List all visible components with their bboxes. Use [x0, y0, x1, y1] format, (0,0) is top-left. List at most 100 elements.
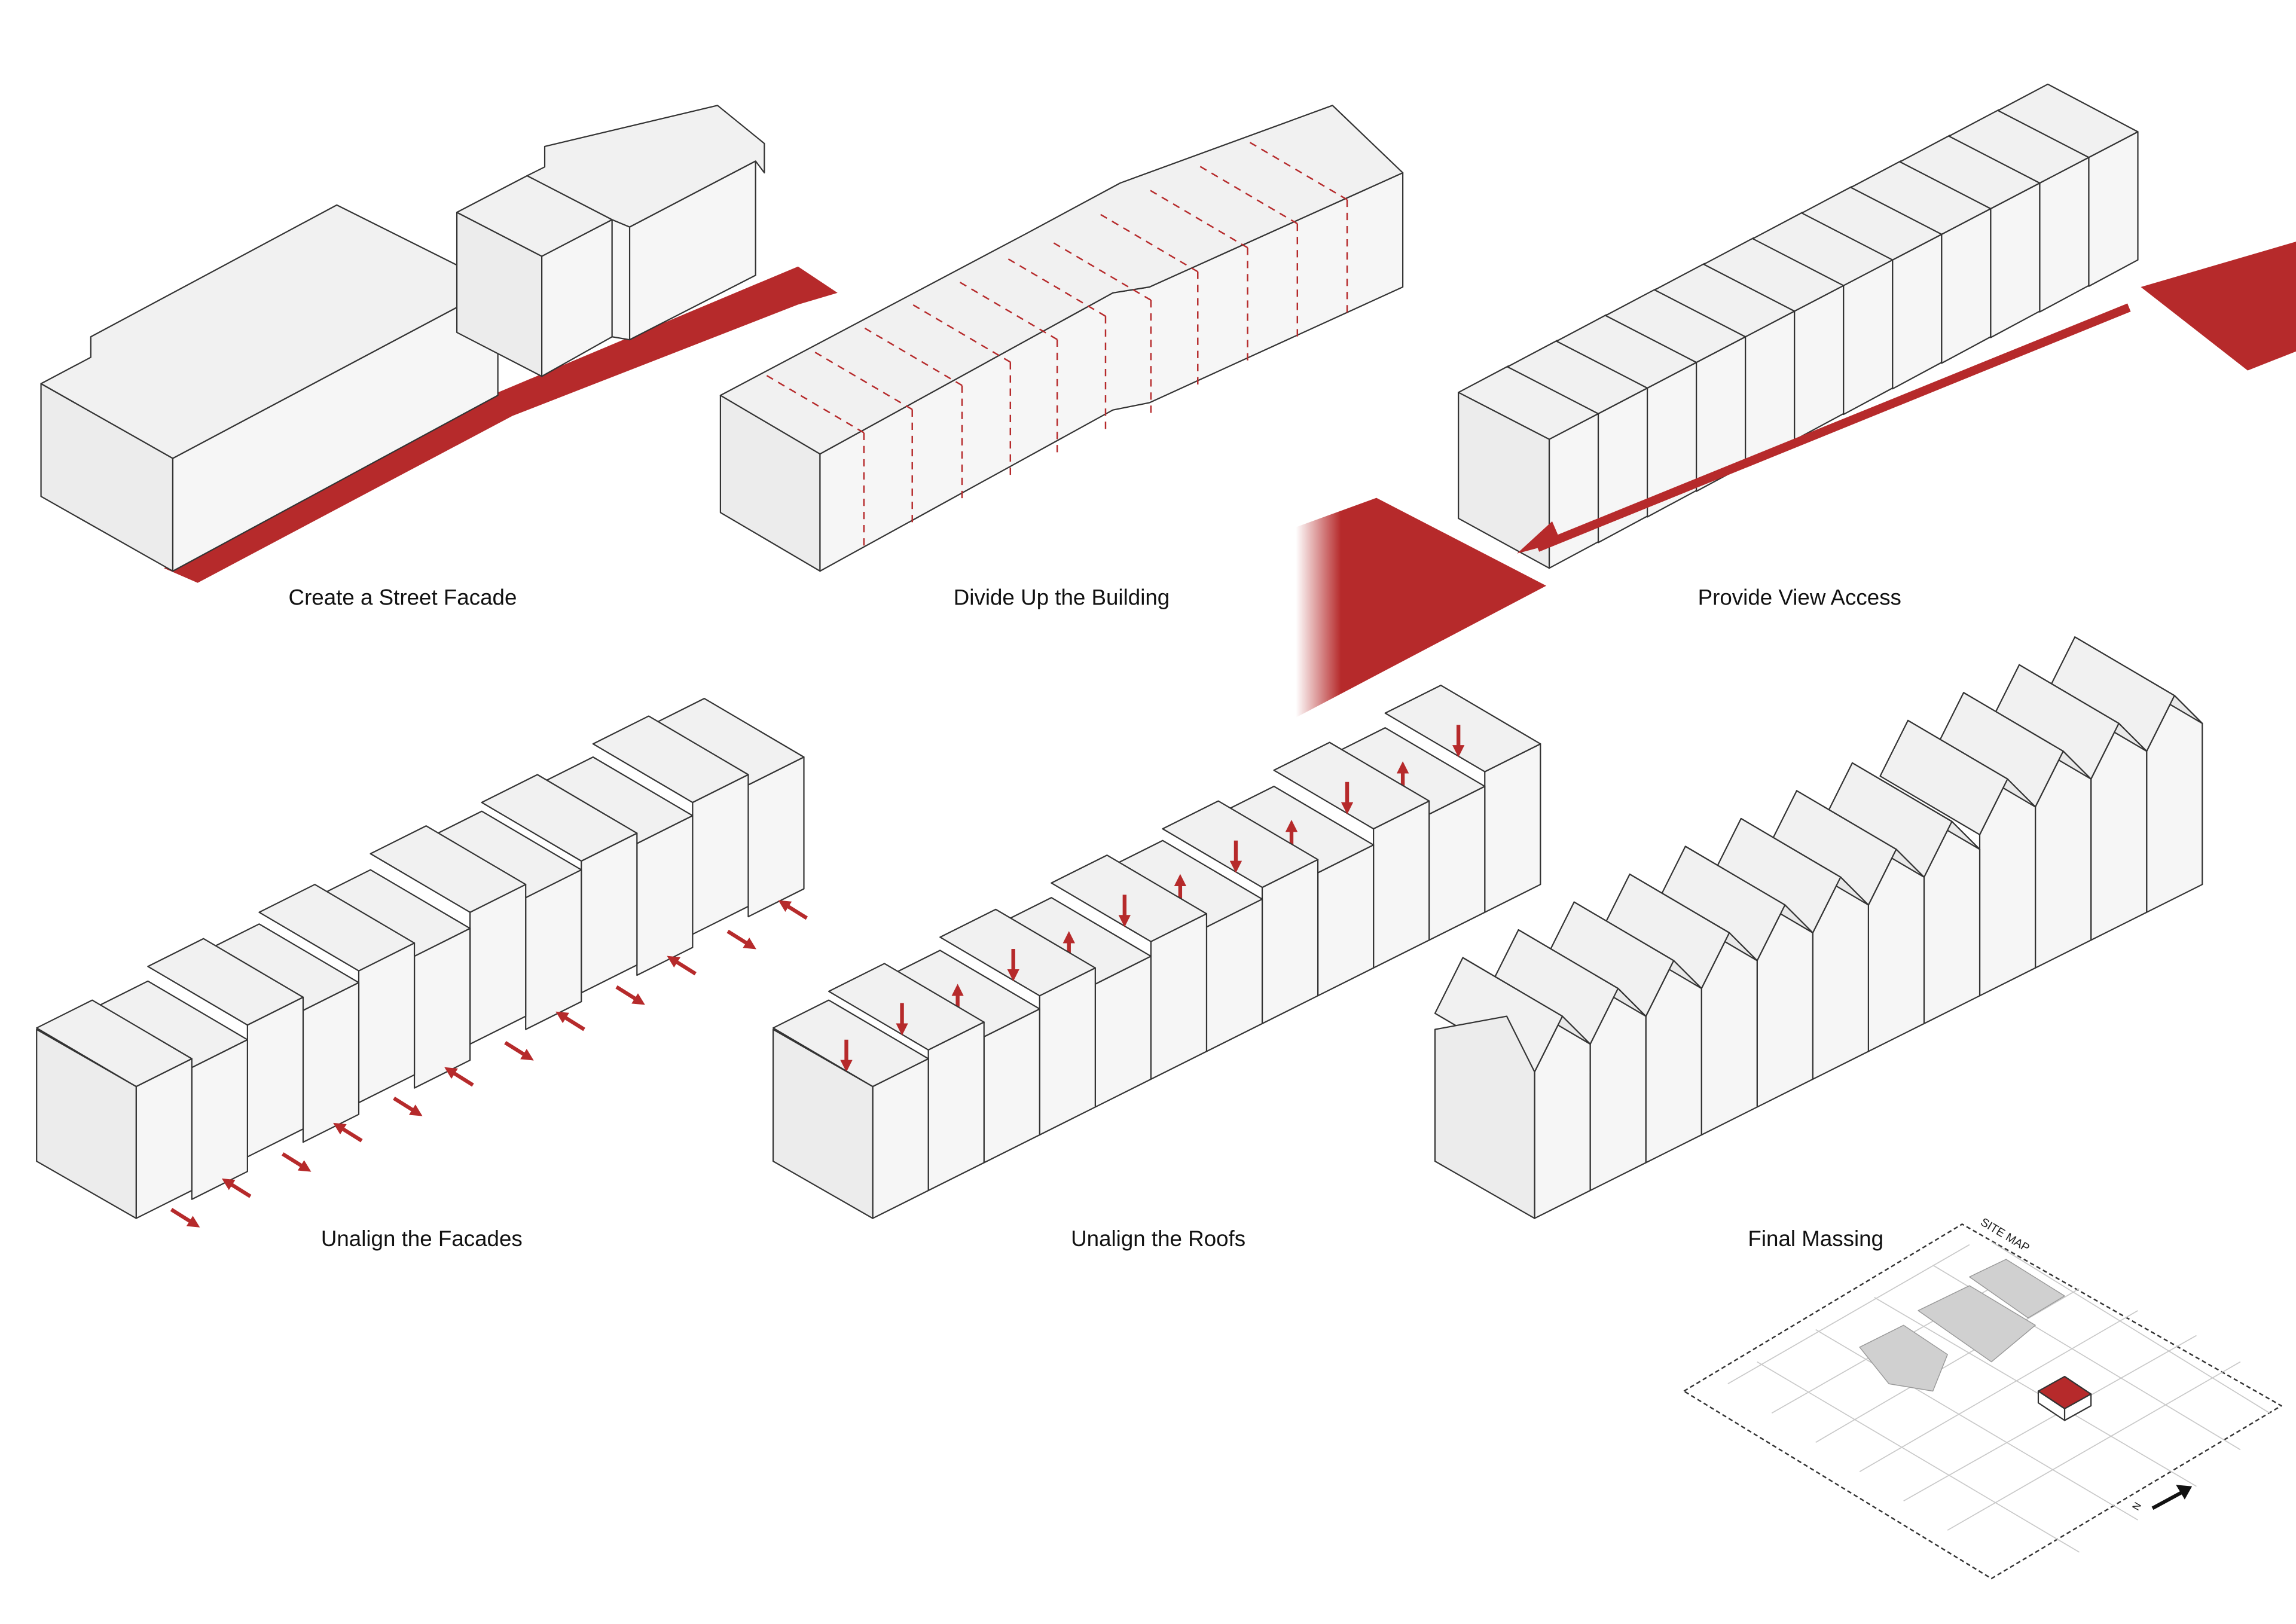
- roof-unit-front: [1261, 859, 1319, 1024]
- site-context-building: [1918, 1285, 2036, 1363]
- view-unit-front: [1990, 182, 2041, 338]
- facade-arrow-out: [726, 929, 756, 950]
- roof-unit-front: [927, 1021, 985, 1192]
- facade-unit-roof: [592, 715, 749, 804]
- division-line-roof: [862, 326, 963, 386]
- house-unit: [1489, 929, 1647, 1192]
- facade-unit: [592, 715, 749, 935]
- view-unit-front: [1892, 233, 1943, 390]
- north-arrow-head: [2176, 1485, 2193, 1500]
- house-unit: [1657, 845, 1813, 1108]
- roof-unit-roof: [1051, 854, 1208, 942]
- facade-unit-roof: [258, 884, 416, 972]
- division-line-roof: [1098, 212, 1198, 273]
- existing-large-block: [40, 204, 499, 572]
- existing-small-blocks: [456, 105, 765, 377]
- roof-end-face: [772, 1028, 874, 1219]
- view-unit: [1948, 109, 2090, 313]
- view-unit: [1752, 212, 1894, 416]
- view-unit-front: [1548, 413, 1599, 569]
- facade-unit-roof: [147, 938, 304, 1026]
- site-street: [1991, 1241, 2270, 1414]
- roof-unit-roof: [828, 963, 985, 1051]
- site-street: [1727, 1244, 1970, 1385]
- house-unit: [1434, 957, 1591, 1219]
- house-unit: [1768, 790, 1925, 1052]
- house-end-face: [1434, 1015, 1535, 1219]
- site-street: [1903, 1335, 2197, 1501]
- panel-unalign-roofs: [772, 685, 1541, 1219]
- roof-unit: [1162, 800, 1319, 1024]
- facade-arrow-out: [393, 1097, 423, 1116]
- view-unit: [1703, 237, 1845, 441]
- facade-unit: [258, 884, 416, 1104]
- facade-arrow-in: [444, 1067, 474, 1087]
- site-street: [1815, 1329, 2138, 1521]
- division-line-roof: [957, 280, 1058, 340]
- roof-unit: [939, 908, 1096, 1136]
- division-line-roof: [1147, 188, 1248, 249]
- division-line-roof: [764, 373, 865, 434]
- view-arrow-head: [1517, 521, 1561, 554]
- division-line-roof: [1197, 164, 1298, 225]
- division-line-roof: [812, 350, 913, 410]
- facade-arrow-out: [504, 1040, 534, 1061]
- facade-arrow-in: [333, 1122, 363, 1143]
- site-boundary: [1683, 1223, 2282, 1580]
- site-street: [1757, 1361, 2080, 1553]
- roof-unit-roof: [939, 908, 1096, 997]
- view-unit-front: [1843, 259, 1894, 416]
- roof-unit: [1273, 741, 1430, 969]
- caption-provide-view-access: Provide View Access: [1697, 585, 1901, 611]
- roof-unit-front: [1150, 913, 1208, 1080]
- site-street: [1815, 1288, 2080, 1443]
- division-line-roof: [910, 303, 1011, 363]
- site-context-building: [1969, 1259, 2065, 1318]
- view-unit-front: [2088, 131, 2139, 287]
- facade-arrow-in: [555, 1011, 585, 1031]
- view-unit-front: [2039, 157, 2090, 313]
- view-cone-right: [2141, 242, 2296, 371]
- division-line-roof: [1051, 240, 1152, 301]
- house-unit: [1601, 873, 1758, 1136]
- panel-unalign-facades: [36, 698, 808, 1228]
- facade-end-face: [36, 1028, 137, 1219]
- facade-arrow-in: [778, 900, 808, 920]
- facade-unit: [370, 825, 527, 1045]
- roof-unit-front: [1373, 800, 1430, 969]
- view-arrow-shaft: [1535, 303, 2131, 552]
- site-street: [1874, 1297, 2197, 1487]
- house-unit: [1824, 762, 1981, 1024]
- view-unit-front: [1941, 207, 1992, 364]
- site-street: [1859, 1310, 2138, 1472]
- roof-unit-front: [1484, 743, 1541, 913]
- view-unit: [1654, 262, 1796, 466]
- panel-provide-view-access: [1296, 83, 2296, 718]
- roof-unit: [772, 999, 929, 1219]
- facade-arrow-out: [170, 1208, 200, 1228]
- site-street: [1947, 1361, 2241, 1531]
- divided-block-roof: [719, 105, 1404, 455]
- roof-unit-roof: [1162, 800, 1319, 889]
- facade-unit-roof: [481, 774, 638, 862]
- caption-unalign-facades: Unalign the Facades: [320, 1227, 523, 1252]
- small-block-b-roof: [526, 105, 765, 228]
- site-context-building: [1859, 1324, 1948, 1392]
- house-roof-left: [1879, 719, 2008, 836]
- division-line-roof: [1247, 140, 1348, 200]
- panel-create-street-facade: [40, 105, 838, 583]
- facade-arrow-in: [667, 956, 697, 976]
- panel-divide-building: [719, 105, 1404, 572]
- caption-unalign-roofs: Unalign the Roofs: [1071, 1227, 1246, 1252]
- large-block-roof: [40, 204, 499, 459]
- house-unit: [1879, 719, 2037, 997]
- division-line-roof: [1005, 257, 1106, 317]
- north-label: N: [2130, 1500, 2144, 1513]
- street-band: [164, 266, 838, 583]
- view-cone-left: [1296, 497, 1547, 718]
- roof-unit-roof: [1384, 685, 1541, 773]
- facade-arrow-out: [615, 985, 645, 1005]
